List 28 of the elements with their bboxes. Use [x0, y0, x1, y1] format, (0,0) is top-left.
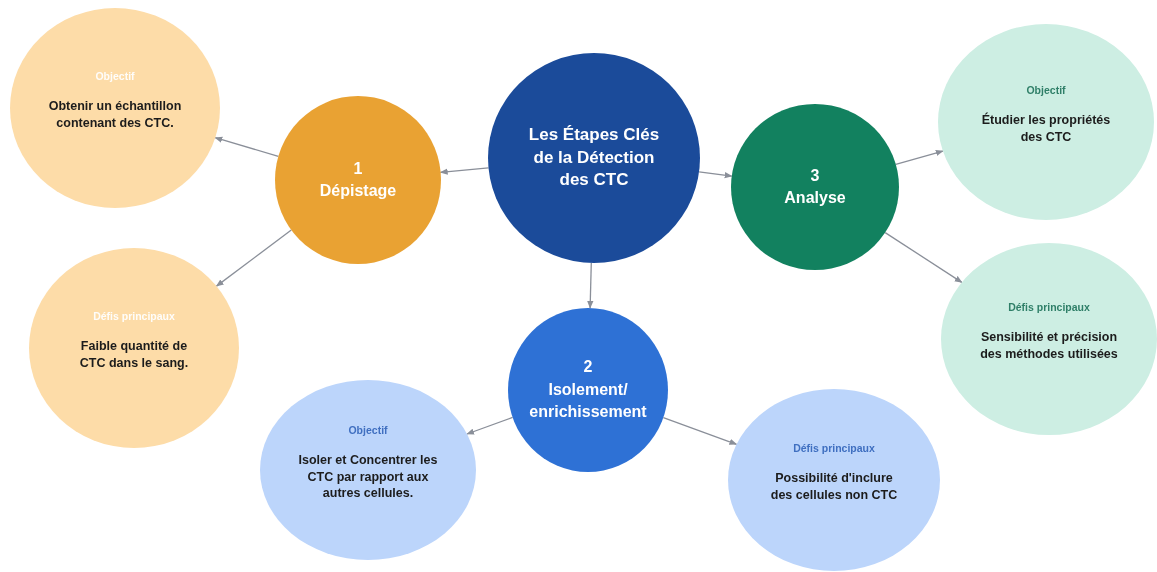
body-text: Faible quantité de CTC dans le sang.	[78, 338, 190, 372]
title-text: Dépistage	[319, 181, 397, 201]
heading-text: Objectif	[95, 70, 135, 83]
arrow	[698, 171, 733, 179]
heading-text: Objectif	[348, 423, 388, 436]
title-text: Les Étapes Clés de la Détection des CTC	[527, 123, 661, 192]
arrow	[895, 149, 944, 165]
body-text: Possibilité d'inclure des cellules non CTC	[769, 470, 899, 504]
heading-text: Objectif	[1026, 84, 1066, 97]
arrow	[214, 136, 279, 158]
arrow	[587, 262, 594, 309]
arrow	[439, 167, 490, 175]
heading-text: Défis principaux	[1008, 301, 1090, 314]
body-text: Étudier les propriétés des CTC	[980, 112, 1112, 146]
body-text: Sensibilité et précision des méthodes utilisées	[979, 329, 1119, 363]
arrow	[215, 229, 292, 287]
heading-text: Défis principaux	[793, 442, 875, 455]
heading-text: Défis principaux	[93, 310, 175, 323]
title-text: Analyse	[784, 188, 846, 208]
body-text: Isoler et Concentrer les CTC par rapport aux autres cellules.	[298, 451, 438, 503]
arrow	[662, 416, 738, 445]
arrow	[884, 231, 963, 283]
title-text: Isolement/ enrichissement	[529, 379, 647, 423]
arrow	[466, 416, 514, 435]
step-number: 2	[583, 357, 593, 378]
body-text: Obtenir un échantillon contenant des CTC.	[48, 98, 182, 132]
step-number: 3	[810, 165, 820, 186]
step-number: 1	[353, 158, 363, 179]
